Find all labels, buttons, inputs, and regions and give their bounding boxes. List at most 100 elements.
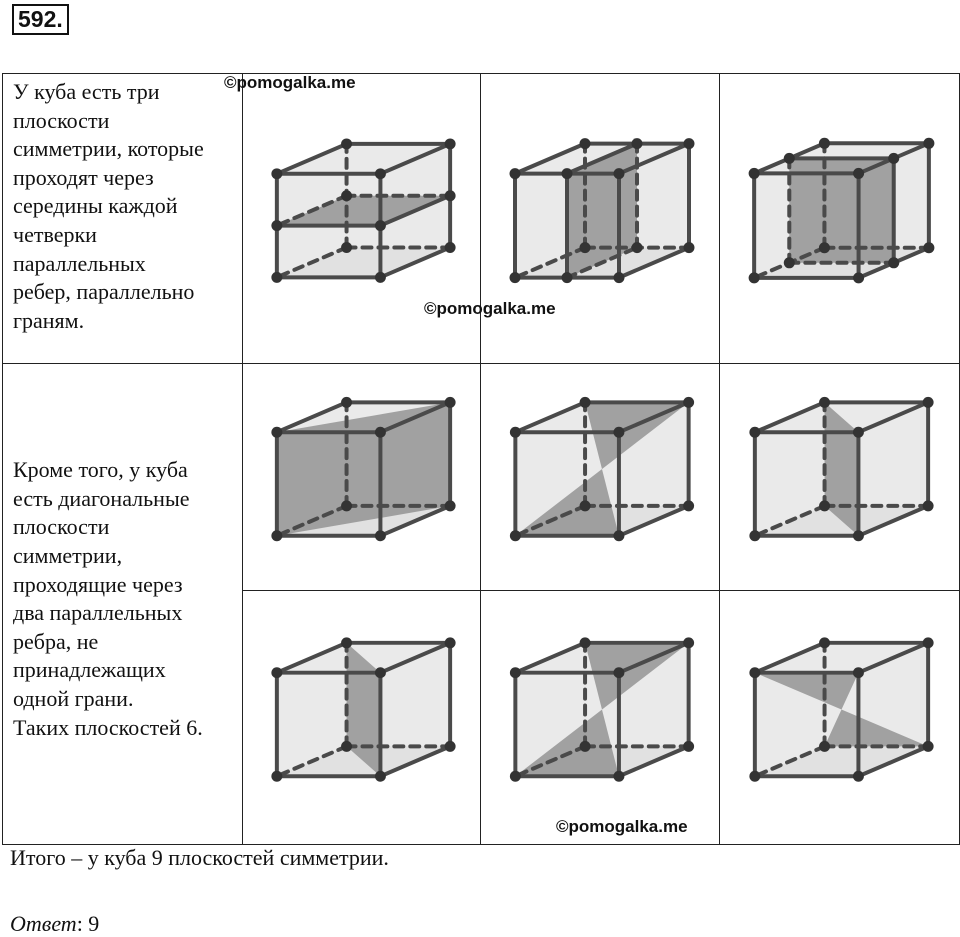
hidden-edge [513,504,588,538]
vertex-dot [341,190,353,202]
cube-edge [856,641,931,675]
vertex-dot [923,242,935,254]
symmetry-plane [789,158,894,263]
vertex-dot [271,530,283,542]
cube-cell [242,72,481,365]
vertex-dot [444,741,456,753]
vertex-dot [631,242,643,254]
watermark: ©pomogalka.me [556,817,688,836]
cube-edge [274,141,349,176]
vertex-dot [271,271,283,283]
vertex-dot [922,637,934,649]
cube-cell [719,72,960,365]
cube-face [754,643,929,673]
cube-edge [616,400,691,435]
vertex-dot [683,500,695,512]
vertex-dot [341,242,353,253]
cube-edge [617,141,691,176]
answer-value: : 9 [76,911,100,936]
cube-cell [719,363,960,592]
vertex-dot [509,667,521,679]
vertex-dot [374,530,386,542]
vertex-dot [852,530,864,542]
vertex-dot [683,397,695,409]
vertex-dot [579,397,591,409]
cube-edge [616,641,691,675]
cube-face [380,643,451,777]
hidden-edge [752,504,827,538]
cube-edge [513,400,588,435]
vertex-dot [922,500,934,512]
cube-edge [274,400,349,435]
cube-cell [242,363,481,592]
cube-face [276,143,451,174]
vertex-dot [613,667,625,679]
cube-edge [513,641,588,675]
cube-cell [480,72,720,365]
watermark: ©pomogalka.me [424,299,556,318]
vertex-dot [853,272,865,284]
vertex-dot [444,397,456,409]
vertex-dot [444,500,456,512]
hidden-edge [752,744,827,779]
vertex-dot [341,500,353,512]
answer-label: Ответ [10,911,77,936]
vertex-dot [613,530,625,542]
vertex-dot [852,426,864,438]
vertex-dot [509,168,521,180]
vertex-dot [579,242,591,254]
vertex-dot [374,771,386,782]
vertex-dot [922,741,934,753]
vertex-dot [444,637,456,649]
cube-edge [513,141,587,176]
hidden-edge [513,245,587,280]
vertex-dot [271,220,283,232]
vertex-dot [613,168,625,180]
vertex-dot [271,771,283,782]
vertex-dot [579,138,591,150]
cube-figure-diagonal-plane-6 [749,637,934,782]
vertex-dot [749,530,761,542]
vertex-dot [683,242,695,254]
symmetry-plane [276,402,451,536]
vertex-dot [271,667,283,679]
vertex-dot [818,137,830,149]
cube-figure-diagonal-plane-1 [271,397,456,542]
vertex-dot [818,242,830,254]
cube-edge [378,641,453,675]
vertex-dot [783,152,795,164]
vertex-dot [341,397,353,409]
vertex-dot [374,667,386,679]
vertex-dot [783,257,795,269]
cube-edge [378,245,453,280]
vertex-dot [613,771,625,782]
cube-edge [378,400,453,435]
hidden-edge [274,245,349,280]
vertex-dot [613,426,625,438]
cube-edge [378,141,453,176]
cube-cell [242,590,481,846]
vertex-dot [613,272,625,284]
cube-edge [856,504,931,538]
hidden-edge [513,744,588,779]
vertex-dot [748,167,760,179]
vertex-dot [819,397,831,409]
vertex-dot [631,138,643,150]
vertex-dot [271,168,283,180]
vertex-dot [819,637,831,649]
symmetry-plane [515,643,689,777]
vertex-dot [749,426,761,438]
vertex-dot [579,741,591,753]
cube-figure-vertical-plane-1 [509,138,695,284]
vertex-dot [341,741,353,753]
vertex-dot [683,637,695,649]
vertex-dot [341,637,353,649]
vertex-dot [819,741,831,753]
hidden-edge [274,744,349,779]
vertex-dot [852,771,864,782]
plane-edge [274,193,349,228]
cube-edge [378,744,453,779]
